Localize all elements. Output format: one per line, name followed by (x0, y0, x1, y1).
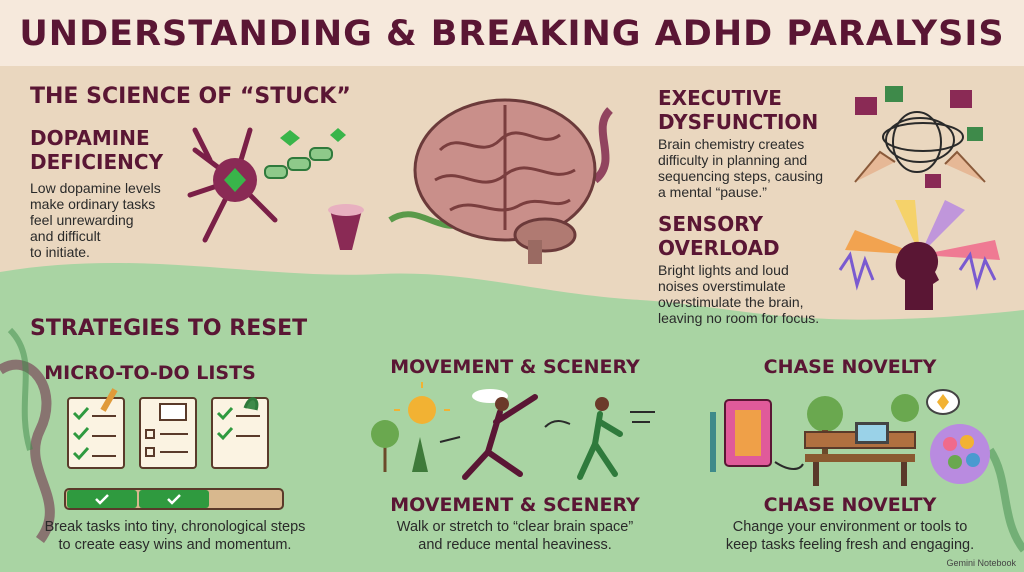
strategy-2-text-line: Walk or stretch to “clear brain space” (396, 519, 634, 535)
dopamine-title-line2: DEFICIENCY (30, 150, 164, 174)
sensory-title-line2: OVERLOAD (658, 236, 780, 260)
executive-title-line1: EXECUTIVE (658, 86, 782, 110)
sensory-text-line: overstimulate the brain, (658, 294, 804, 310)
executive-text-line: Brain chemistry creates (658, 136, 805, 152)
dopamine-text-line: and difficult (30, 228, 101, 244)
dopamine-text-line: to initiate. (30, 244, 90, 260)
executive-text: Brain chemistry creates difficulty in pl… (658, 136, 823, 200)
footer-brand: Gemini Notebook (946, 558, 1016, 568)
brain-illustration (388, 98, 614, 264)
strategy-2-title-bottom: MOVEMENT & SCENERY (390, 494, 640, 516)
check-icon (167, 494, 181, 505)
checklist-illustration (67, 388, 269, 469)
sensory-text-line: leaving no room for focus. (658, 310, 820, 326)
strategy-1-text-line: Break tasks into tiny, chronological ste… (44, 519, 306, 535)
progress-segment-done (139, 490, 209, 508)
strategy-1-text-line: to create easy wins and momentum. (58, 537, 292, 553)
strategy-3-title-top: CHASE NOVELTY (763, 356, 937, 378)
dopamine-text-line: make ordinary tasks (30, 196, 156, 212)
strategy-2-text: Walk or stretch to “clear brain space” a… (365, 518, 665, 554)
main-title: UNDERSTANDING & BREAKING ADHD PARALYSIS (19, 14, 1005, 54)
strategy-2-text-line: and reduce mental heaviness. (418, 537, 612, 553)
sensory-text: Bright lights and loud noises overstimul… (658, 262, 819, 326)
strategies-heading: STRATEGIES TO RESET (30, 316, 308, 341)
sensory-head-illustration (838, 200, 1000, 310)
tangled-puzzle-illustration (854, 86, 986, 188)
dopamine-text-line: feel unrewarding (30, 212, 134, 228)
strategy-3-title-bottom: CHASE NOVELTY (763, 494, 937, 516)
strategy-3-text-line: keep tasks feeling fresh and engaging. (725, 537, 975, 553)
sensory-text-line: noises overstimulate (658, 278, 786, 294)
sensory-title-line1: SENSORY (658, 212, 763, 236)
strategy-1-title: MICRO-TO-DO LISTS (44, 362, 256, 384)
dopamine-text: Low dopamine levels make ordinary tasks … (30, 180, 161, 260)
dopamine-title-line1: DOPAMINE (30, 126, 150, 150)
progress-segment-done (67, 490, 137, 508)
strategy-2-title-top: MOVEMENT & SCENERY (390, 356, 640, 378)
novelty-illustration (710, 389, 990, 486)
executive-text-line: difficulty in planning and (658, 152, 808, 168)
executive-title-line2: DYSFUNCTION (658, 110, 819, 134)
strategy-3-text: Change your environment or tools to keep… (700, 518, 1000, 554)
executive-text-line: sequencing steps, causing (658, 168, 823, 184)
strategy-3-text-line: Change your environment or tools to (732, 519, 968, 535)
neuron-illustration (187, 127, 364, 250)
check-icon (95, 494, 109, 505)
title-band (0, 0, 1024, 72)
progress-bar (64, 488, 284, 510)
executive-text-line: a mental “pause.” (658, 184, 767, 200)
sensory-text-line: Bright lights and loud (658, 262, 789, 278)
strategy-1-text: Break tasks into tiny, chronological ste… (0, 518, 350, 554)
dopamine-text-line: Low dopamine levels (30, 180, 161, 196)
movement-illustration (371, 382, 655, 480)
science-heading: THE SCIENCE OF “STUCK” (30, 84, 351, 109)
